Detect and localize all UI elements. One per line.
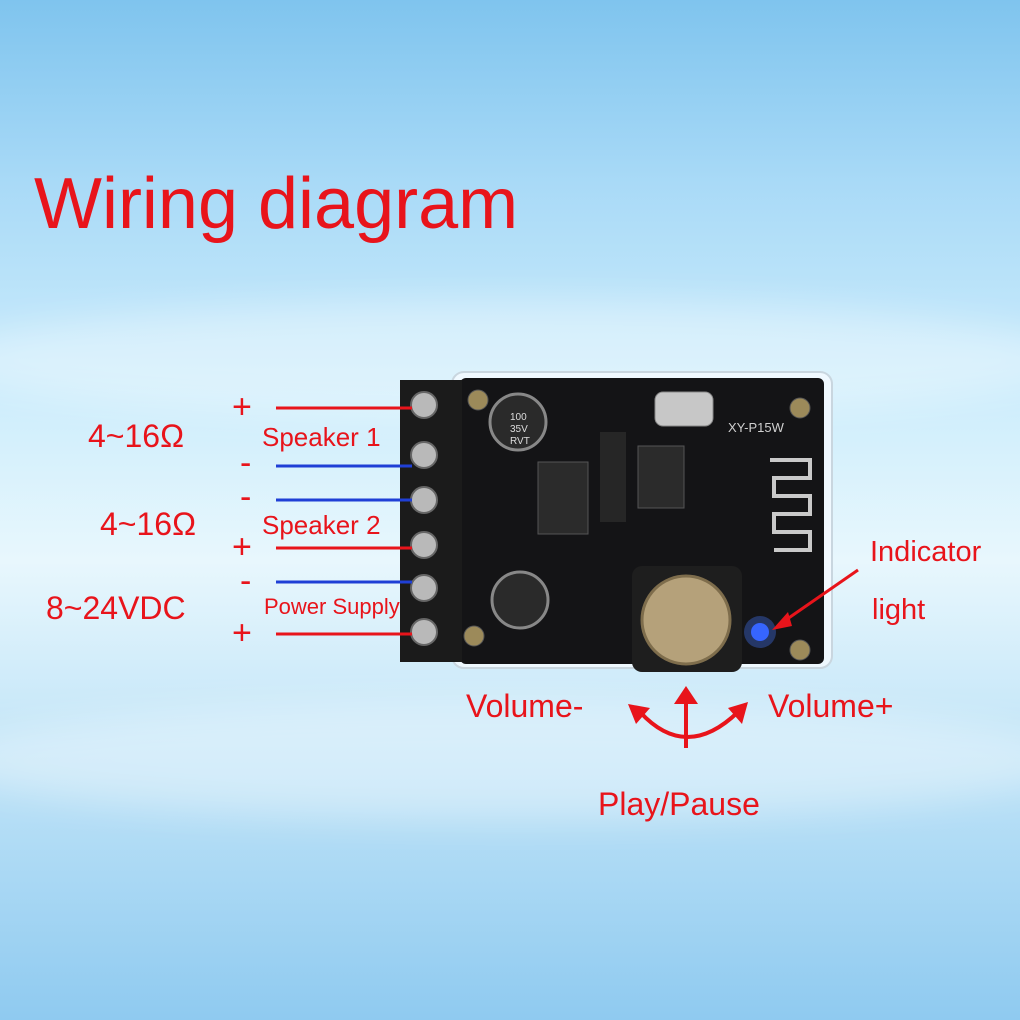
power-negative-sign: - bbox=[240, 562, 252, 600]
speaker2-label: Speaker 2 bbox=[262, 510, 381, 540]
amp-chip bbox=[537, 461, 589, 535]
screw-2 bbox=[410, 441, 438, 469]
component-row bbox=[600, 432, 626, 522]
mount-screw bbox=[789, 639, 811, 661]
screw-6 bbox=[410, 618, 438, 646]
rotary-knob bbox=[640, 574, 732, 666]
screw-1 bbox=[410, 391, 438, 419]
press-arrowhead bbox=[674, 686, 698, 704]
capacitor-bottom bbox=[490, 570, 550, 630]
background-wave bbox=[0, 700, 1020, 820]
power-voltage: 8~24VDC bbox=[46, 590, 186, 626]
indicator-arrow-line bbox=[779, 568, 859, 626]
capacitor-top bbox=[488, 392, 548, 452]
mount-screw bbox=[467, 389, 489, 411]
speaker1-negative-sign: - bbox=[240, 444, 252, 482]
speaker1-positive-sign: + bbox=[232, 388, 252, 426]
indicator-label-line1: Indicator bbox=[870, 536, 982, 568]
terminal-block bbox=[400, 380, 462, 662]
speaker1-impedance: 4~16Ω bbox=[88, 418, 184, 454]
speaker2-impedance: 4~16Ω bbox=[100, 506, 196, 542]
capacitor-label: 100 bbox=[510, 412, 527, 423]
board-model: XY-P15W bbox=[728, 420, 785, 435]
speaker1-label: Speaker 1 bbox=[262, 422, 381, 452]
screw-4 bbox=[410, 531, 438, 559]
terminal-screws bbox=[410, 391, 438, 646]
speaker2-negative-sign: - bbox=[240, 478, 252, 516]
volume-arc bbox=[638, 710, 740, 739]
antenna-trace bbox=[770, 458, 812, 552]
bt-chip bbox=[637, 445, 685, 509]
power-positive-sign: + bbox=[232, 614, 252, 652]
indicator-label-line2: light bbox=[872, 594, 926, 626]
led-glow bbox=[744, 616, 776, 648]
power-label: Power Supply bbox=[264, 594, 400, 619]
volume-plus-label: Volume+ bbox=[768, 688, 894, 724]
capacitor-label: RVT bbox=[510, 436, 530, 447]
indicator-arrow-head bbox=[772, 612, 792, 630]
play-pause-label: Play/Pause bbox=[598, 786, 760, 822]
screw-5 bbox=[410, 574, 438, 602]
speaker2-positive-sign: + bbox=[232, 528, 252, 566]
diagram-title: Wiring diagram bbox=[34, 164, 519, 244]
mount-screw bbox=[463, 625, 485, 647]
volume-minus-arrowhead bbox=[628, 704, 650, 724]
mount-screw bbox=[789, 397, 811, 419]
crystal bbox=[654, 391, 714, 427]
volume-plus-arrowhead bbox=[728, 702, 748, 724]
capacitor-label: 35V bbox=[510, 424, 528, 435]
indicator-led bbox=[751, 623, 769, 641]
volume-minus-label: Volume- bbox=[466, 688, 584, 724]
